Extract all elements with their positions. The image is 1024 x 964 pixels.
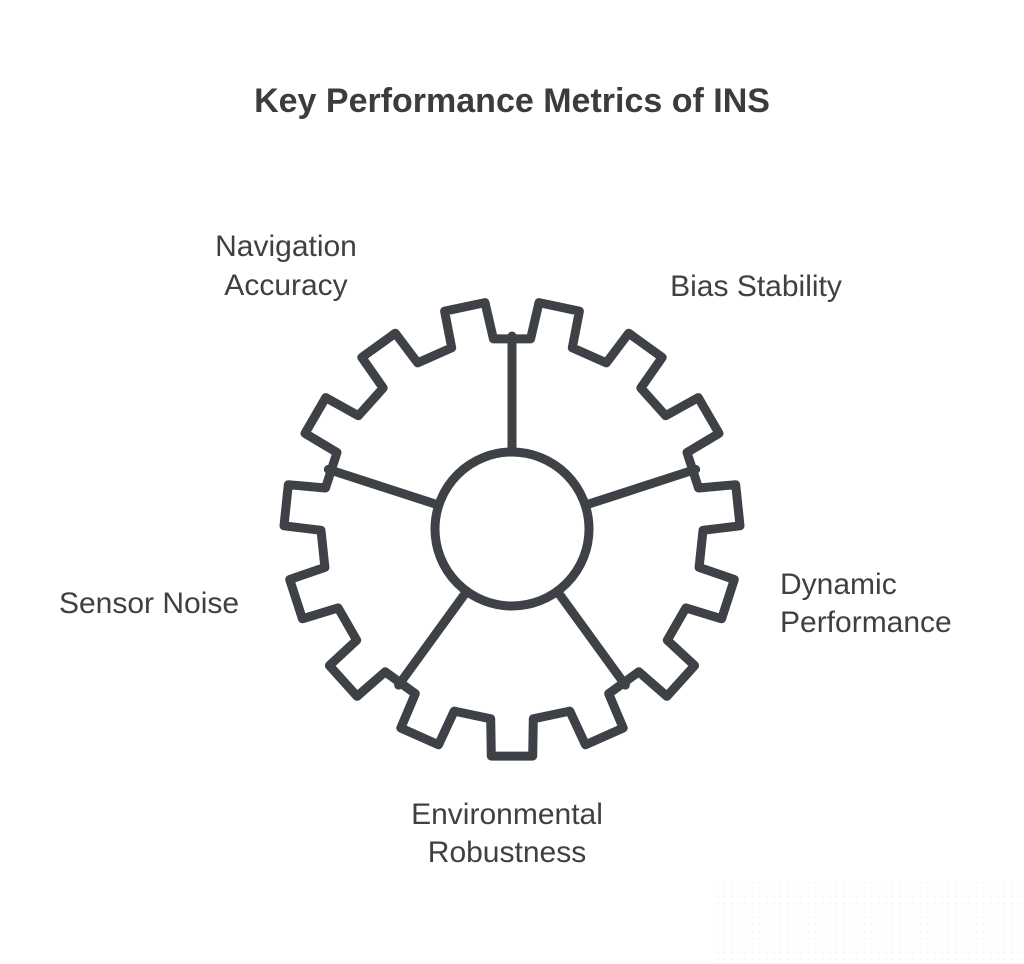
label-dynamic-performance: Dynamic Performance bbox=[780, 566, 952, 642]
label-bias-stability: Bias Stability bbox=[670, 267, 842, 306]
page-title: Key Performance Metrics of INS bbox=[254, 82, 770, 120]
label-line: Performance bbox=[780, 606, 952, 639]
gear-spoke bbox=[394, 585, 473, 690]
label-sensor-noise: Sensor Noise bbox=[59, 584, 239, 623]
label-line: Bias Stability bbox=[670, 270, 842, 303]
label-environmental-robustness: Environmental Robustness bbox=[411, 796, 603, 872]
label-line: Accuracy bbox=[224, 269, 348, 302]
label-line: Environmental bbox=[411, 798, 603, 831]
gear-spoke bbox=[323, 464, 446, 511]
label-line: Sensor Noise bbox=[58, 587, 240, 620]
gear-hub-circle bbox=[430, 447, 594, 611]
gear-spoke bbox=[551, 585, 630, 690]
label-line: Dynamic bbox=[780, 568, 897, 601]
label-navigation-accuracy: Navigation Accuracy bbox=[215, 227, 357, 305]
label-line: Navigation bbox=[215, 230, 357, 263]
label-line: Robustness bbox=[427, 836, 587, 869]
gear-spoke bbox=[578, 464, 701, 511]
